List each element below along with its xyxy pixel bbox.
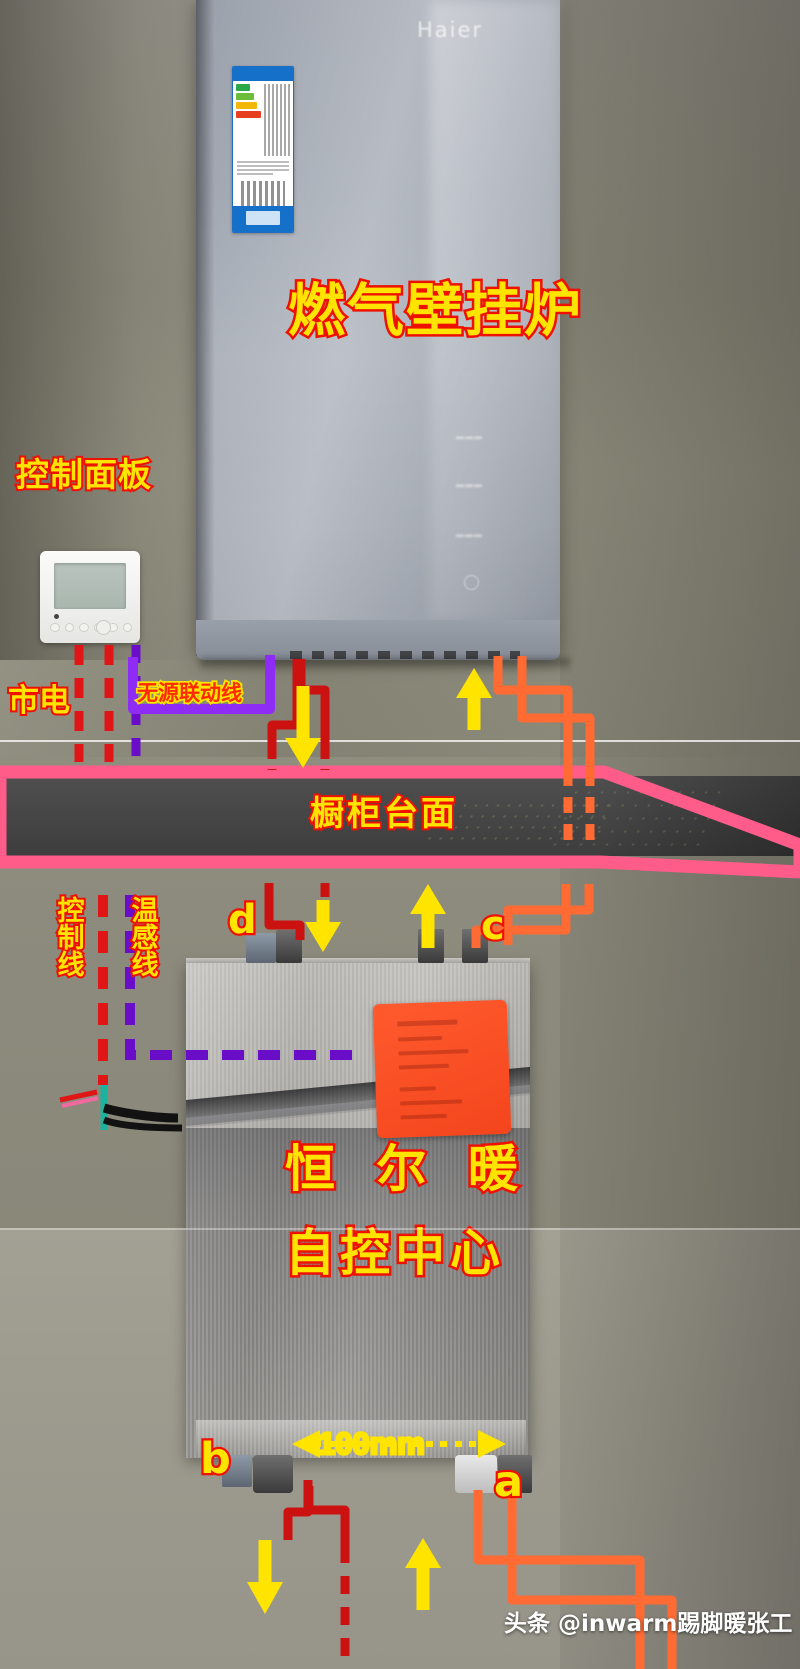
- wall-right-shading: [560, 0, 800, 760]
- boiler-gloss-highlight: [430, 0, 560, 620]
- control-center-bottom-valve-b-side: [222, 1455, 252, 1487]
- sticker-text-lines: [233, 159, 293, 179]
- control-center-bottom-valve-b: [253, 1455, 293, 1493]
- thermostat-button[interactable]: [108, 623, 118, 632]
- thermostat-control-panel[interactable]: [40, 551, 140, 643]
- label-brand-line-1: 恒 尔 暖: [283, 1140, 530, 1198]
- boiler-pipe-ports: [290, 651, 520, 659]
- sticker-grade-grid: [233, 81, 293, 159]
- countertop-speckle-texture: [547, 786, 733, 846]
- label-dimension-100mm: 100mm: [317, 1426, 427, 1461]
- boiler-drop-shadow: [200, 658, 570, 672]
- control-center-orange-sticker: [372, 999, 512, 1139]
- sticker-grade-bars: [236, 84, 262, 156]
- control-center-top-port: [276, 930, 302, 963]
- control-center-lower-face: [186, 1128, 530, 1458]
- floor-wall-seam: [0, 1228, 800, 1230]
- control-center-bottom-valve-a: [498, 1455, 532, 1493]
- thermostat-button-row[interactable]: [50, 623, 132, 632]
- floor-right-shading: [560, 1228, 800, 1669]
- wall-corner-shadow: [0, 0, 196, 660]
- label-temp-sensor-wire: 温感线: [125, 894, 160, 979]
- marker-label-c: c: [479, 903, 507, 949]
- sticker-footer-bar: [233, 206, 293, 232]
- label-brand-line-2: 自控中心: [283, 1224, 505, 1282]
- boiler-left-edge: [196, 0, 214, 656]
- thermostat-button[interactable]: [122, 623, 132, 632]
- wall-tile-seam: [0, 740, 800, 742]
- label-passive-link-wire: 无源联动线: [135, 681, 244, 706]
- control-center-bottom-edge: [196, 1420, 526, 1458]
- label-boiler: 燃气壁挂炉: [286, 278, 584, 344]
- thermostat-lcd-screen: [54, 563, 126, 609]
- boiler-panel-indicators: ··· ▬▬▬ ▬▬▬ ▬▬▬: [452, 370, 492, 640]
- thermostat-button[interactable]: [50, 623, 60, 632]
- watermark-text: 头条 @inwarm踢脚暖张工: [504, 1611, 793, 1637]
- sticker-barcode: [264, 84, 290, 156]
- thermostat-led-indicator: [54, 614, 59, 619]
- thermostat-button[interactable]: [64, 623, 74, 632]
- boiler-brand-logo: Haier: [416, 18, 484, 42]
- energy-efficiency-sticker: [232, 66, 294, 233]
- sticker-header-bar: [233, 67, 293, 81]
- control-center-bottom-valve-a-white: [455, 1455, 497, 1493]
- marker-label-a: a: [492, 1457, 526, 1507]
- label-cabinet-countertop: 橱柜台面: [308, 794, 458, 834]
- label-control-wire: 控制线: [51, 894, 86, 979]
- thermostat-dial[interactable]: [96, 620, 111, 635]
- thermostat-button[interactable]: [79, 623, 89, 632]
- label-control-panel: 控制面板: [14, 455, 153, 494]
- marker-label-d: d: [226, 897, 259, 943]
- marker-label-b: b: [198, 1434, 233, 1484]
- label-mains-power: 市电: [6, 683, 72, 719]
- control-center-top-port: [418, 929, 444, 963]
